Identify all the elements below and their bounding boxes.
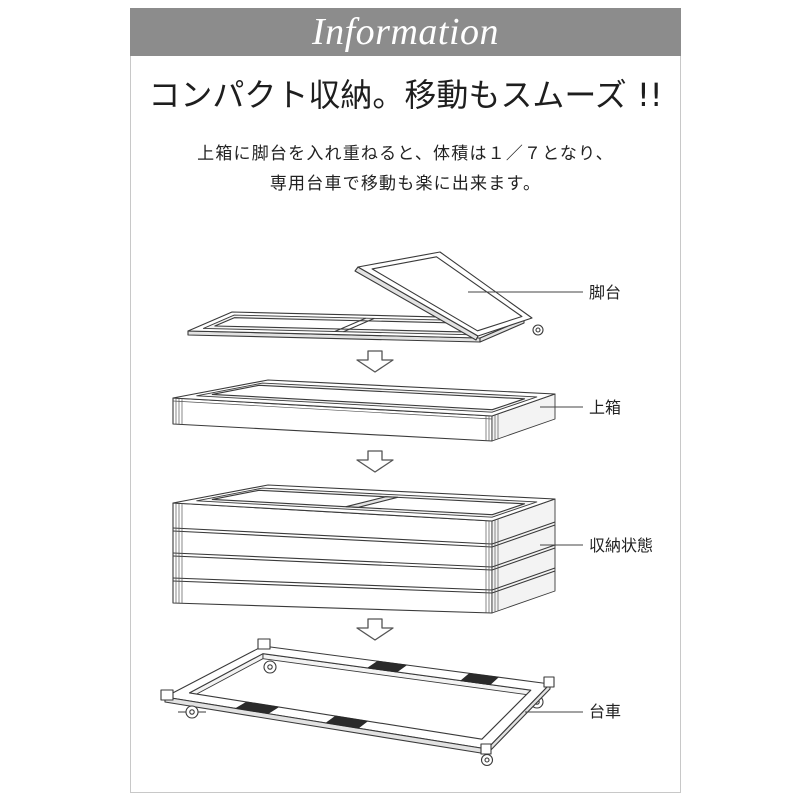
- cart-wheel-front-right: [480, 753, 494, 767]
- upper-box-rim-line: [172, 400, 493, 420]
- stack-side-separator: [491, 547, 556, 571]
- cart-left-rail-inner-face: [189, 653, 264, 699]
- cart-rail-pad: [366, 660, 408, 673]
- cart-corner-bracket: [543, 676, 555, 688]
- stack-band-separator: [172, 527, 493, 545]
- stack-panel-divider: [345, 496, 399, 508]
- header-title: Information: [311, 11, 500, 53]
- cart-rail-pad: [459, 672, 500, 686]
- stand-base-divider-b: [343, 317, 375, 333]
- down-arrow-icon: [356, 618, 394, 641]
- upper-box-drawing: [172, 379, 583, 442]
- label-stand: 脚台: [589, 283, 622, 302]
- cart-rail-pad: [234, 701, 280, 715]
- stand-hinge-wheel: [532, 324, 544, 336]
- cart-wheel-front-left: [185, 705, 199, 719]
- stack-band-separator: [172, 555, 493, 571]
- cart-corner-bracket: [257, 638, 271, 650]
- stack-side-separator: [491, 521, 556, 545]
- description-line-2: 専用台車で移動も楽に出来ます。: [269, 174, 542, 194]
- stand-hinge-wheel-hub: [535, 327, 541, 333]
- stack-band-separator: [172, 530, 493, 548]
- description-line-1: 上箱に脚台を入れ重ねると、体積は１／７となり、: [197, 144, 614, 164]
- headline: コンパクト収納。移動もスムーズ !!: [148, 76, 663, 114]
- stack-band-separator: [172, 580, 493, 594]
- stack-side-separator: [491, 544, 556, 568]
- stand-drawing: [187, 251, 583, 343]
- label-stored-state: 収納状態: [589, 536, 654, 555]
- header-bar: Information: [130, 8, 681, 56]
- cart-wheel-back-left: [263, 660, 277, 674]
- stand-raised-panel-inner-frame: [371, 256, 523, 332]
- down-arrow-icon: [356, 450, 394, 473]
- down-arrow-icon: [356, 350, 394, 373]
- cart-wheel-hub: [267, 664, 273, 670]
- cart-back-rail-inner-face: [262, 653, 532, 696]
- stack-side-separator: [491, 524, 556, 548]
- stack-band-separator: [172, 577, 493, 591]
- cart-front-rail-face: [164, 696, 488, 755]
- cart-drawing: [160, 638, 583, 767]
- stack-side-separator: [491, 570, 556, 594]
- stand-base-divider-a: [334, 317, 366, 333]
- cart-rail-pad: [324, 715, 369, 729]
- cart-right-rail-face: [486, 683, 551, 755]
- cart-wheel-hub: [189, 709, 195, 715]
- label-cart: 台車: [589, 702, 622, 721]
- stored-state-drawing: [172, 484, 583, 614]
- upper-box-floor: [211, 384, 526, 411]
- cart-wheel-hub: [484, 757, 490, 763]
- cart-corner-bracket: [160, 689, 174, 701]
- stack-side-separator: [491, 567, 556, 591]
- stand-raised-panel: [357, 251, 533, 337]
- stack-band-separator: [172, 552, 493, 568]
- label-upper-box: 上箱: [589, 398, 622, 417]
- cart-corner-bracket: [480, 743, 492, 755]
